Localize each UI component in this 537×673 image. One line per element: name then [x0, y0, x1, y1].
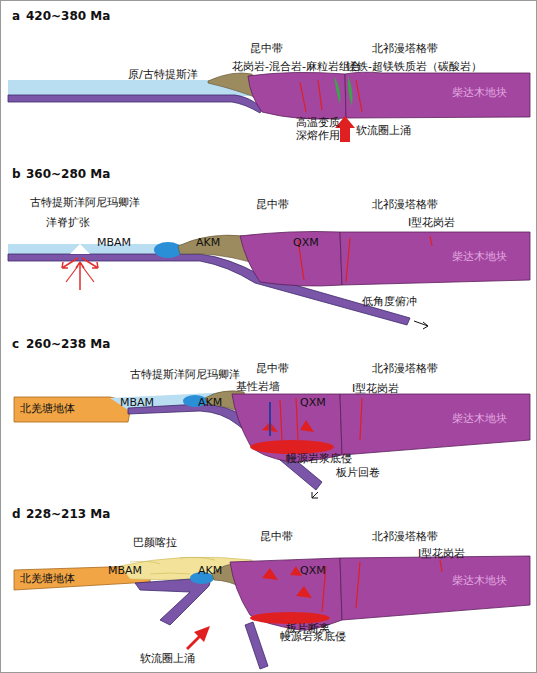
annotation-label: 古特提斯洋阿尼玛卿洋: [130, 368, 240, 381]
annotation-label: 北祁漫塔格带: [372, 198, 438, 211]
annotation-label: 基性岩墙: [236, 380, 280, 393]
annotation-label: 柴达木地块: [452, 574, 507, 587]
annotation-label: I型花岗岩: [408, 216, 455, 229]
annotation-label: 260~238 Ma: [26, 338, 110, 351]
annotation-label: MBAM: [120, 396, 154, 409]
annotation-label: 古特提斯洋阿尼玛卿洋: [30, 196, 140, 209]
annotation-label: QXM: [300, 564, 326, 577]
annotation-label: I型花岗岩: [418, 547, 465, 560]
annotation-label: 228~213 Ma: [26, 508, 110, 521]
annotation-label: 柴达木地块: [452, 250, 507, 263]
annotation-label: QXM: [300, 396, 326, 409]
annotation-label: 420~380 Ma: [26, 10, 110, 23]
annotation-label: 北羌塘地体: [20, 572, 75, 585]
annotation-label: 低角度俯冲: [362, 295, 417, 308]
annotation-label: 幔源岩浆底侵: [286, 452, 352, 465]
annotation-label: 北祁漫塔格带: [372, 362, 438, 375]
annotation-label: c: [12, 338, 19, 351]
annotation-label: 原/古特提斯洋: [128, 68, 198, 81]
annotation-label: QXM: [293, 236, 319, 249]
annotation-label: 高温变质 深熔作用: [296, 116, 342, 142]
annotation-label: 巴颜喀拉: [133, 536, 177, 549]
annotation-label: 北羌塘地体: [20, 402, 75, 415]
panel-b: [8, 232, 530, 330]
panel-a: [8, 72, 530, 142]
annotation-label: 软流圈上涌: [356, 124, 411, 137]
annotation-label: 软流圈上涌: [140, 652, 195, 665]
annotation-label: 花岗岩-混合岩-麻粒岩组合: [232, 60, 361, 73]
annotation-label: 洋脊扩张: [46, 216, 90, 229]
panel-c: [14, 391, 530, 498]
annotation-label: 昆中带: [256, 198, 289, 211]
annotation-label: a: [12, 10, 20, 23]
annotation-label: 昆中带: [260, 530, 293, 543]
annotation-label: 镁铁-超镁铁质岩（碳酸岩）: [346, 60, 482, 73]
annotation-label: 柴达木地块: [452, 412, 507, 425]
annotation-label: 昆中带: [250, 42, 283, 55]
annotation-label: MBAM: [108, 564, 142, 577]
annotation-label: MBAM: [97, 236, 131, 249]
annotation-label: I型花岗岩: [352, 382, 399, 395]
annotation-label: AKM: [198, 396, 222, 409]
annotation-label: 昆中带: [256, 362, 289, 375]
annotation-label: 柴达木地块: [452, 86, 507, 99]
annotation-label: d: [12, 508, 21, 521]
annotation-label: b: [12, 168, 21, 181]
annotation-label: AKM: [198, 564, 222, 577]
annotation-label: AKM: [196, 236, 220, 249]
panel-d: [14, 556, 530, 669]
annotation-label: 北祁漫塔格带: [372, 530, 438, 543]
annotation-label: 360~280 Ma: [26, 168, 110, 181]
annotation-label: 北祁漫塔格带: [372, 42, 438, 55]
annotation-label: 板片回卷: [336, 466, 380, 479]
annotation-label: 板片断离: [286, 622, 330, 635]
